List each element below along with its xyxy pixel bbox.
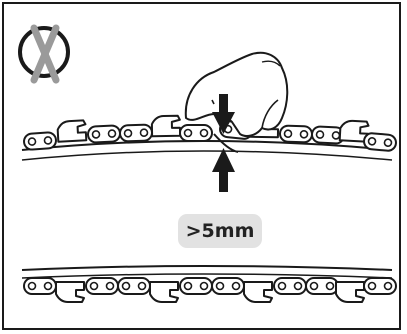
- lower-chain: [22, 266, 396, 302]
- hand-illustration: [186, 53, 287, 136]
- x-icon: [20, 28, 68, 80]
- measurement-label: >5mm: [186, 220, 255, 242]
- upper-chain: [22, 116, 397, 160]
- measurement-badge: >5mm: [178, 214, 262, 248]
